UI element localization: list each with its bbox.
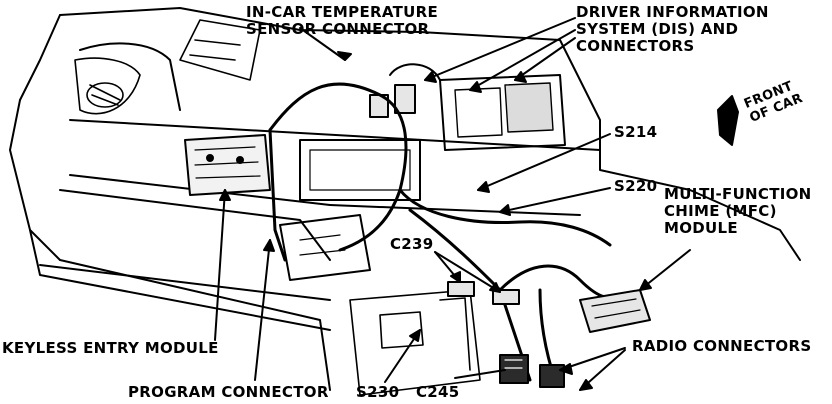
keyless-entry-module-drawing [184,134,271,196]
keyless-entry-module-label: KEYLESS ENTRY MODULE [2,339,219,357]
c239-label: C239 [390,235,434,253]
s214-label: S214 [614,123,658,141]
label-line: CHIME (MFC) [664,202,777,220]
multi-function-chime-module-label: MULTI-FUNCTION CHIME (MFC) MODULE [664,186,812,237]
lower-console [349,289,481,396]
label-line: CONNECTORS [576,37,695,55]
wiring-harness [268,82,627,382]
label-line: MULTI-FUNCTION [664,185,812,203]
c239-connectors [447,281,520,305]
leader-lines [214,17,691,391]
driver-information-system-label: DRIVER INFORMATION SYSTEM (DIS) AND CONN… [576,4,769,55]
center-console [279,139,421,281]
label-line: MODULE [664,219,738,237]
left-vent [74,19,261,115]
radio-connectors-drawing [499,354,565,388]
in-car-temperature-sensor-connector-label: IN-CAR TEMPERATURE SENSOR CONNECTOR [246,4,438,38]
dis-cluster-drawing [369,63,566,151]
label-line: DRIVER INFORMATION [576,3,769,21]
label-line: SENSOR CONNECTOR [246,20,430,38]
label-line: SYSTEM (DIS) AND [576,20,739,38]
mfc-module-drawing [579,289,651,333]
program-connector-label: PROGRAM CONNECTOR [128,383,329,401]
dashboard-shell [9,7,801,391]
front-of-car-arrow-icon [717,95,739,146]
c245-label: C245 [416,383,460,401]
radio-connectors-label: RADIO CONNECTORS [632,337,812,355]
s230-label: S230 [356,383,400,401]
s220-label: S220 [614,177,658,195]
label-line: IN-CAR TEMPERATURE [246,3,438,21]
